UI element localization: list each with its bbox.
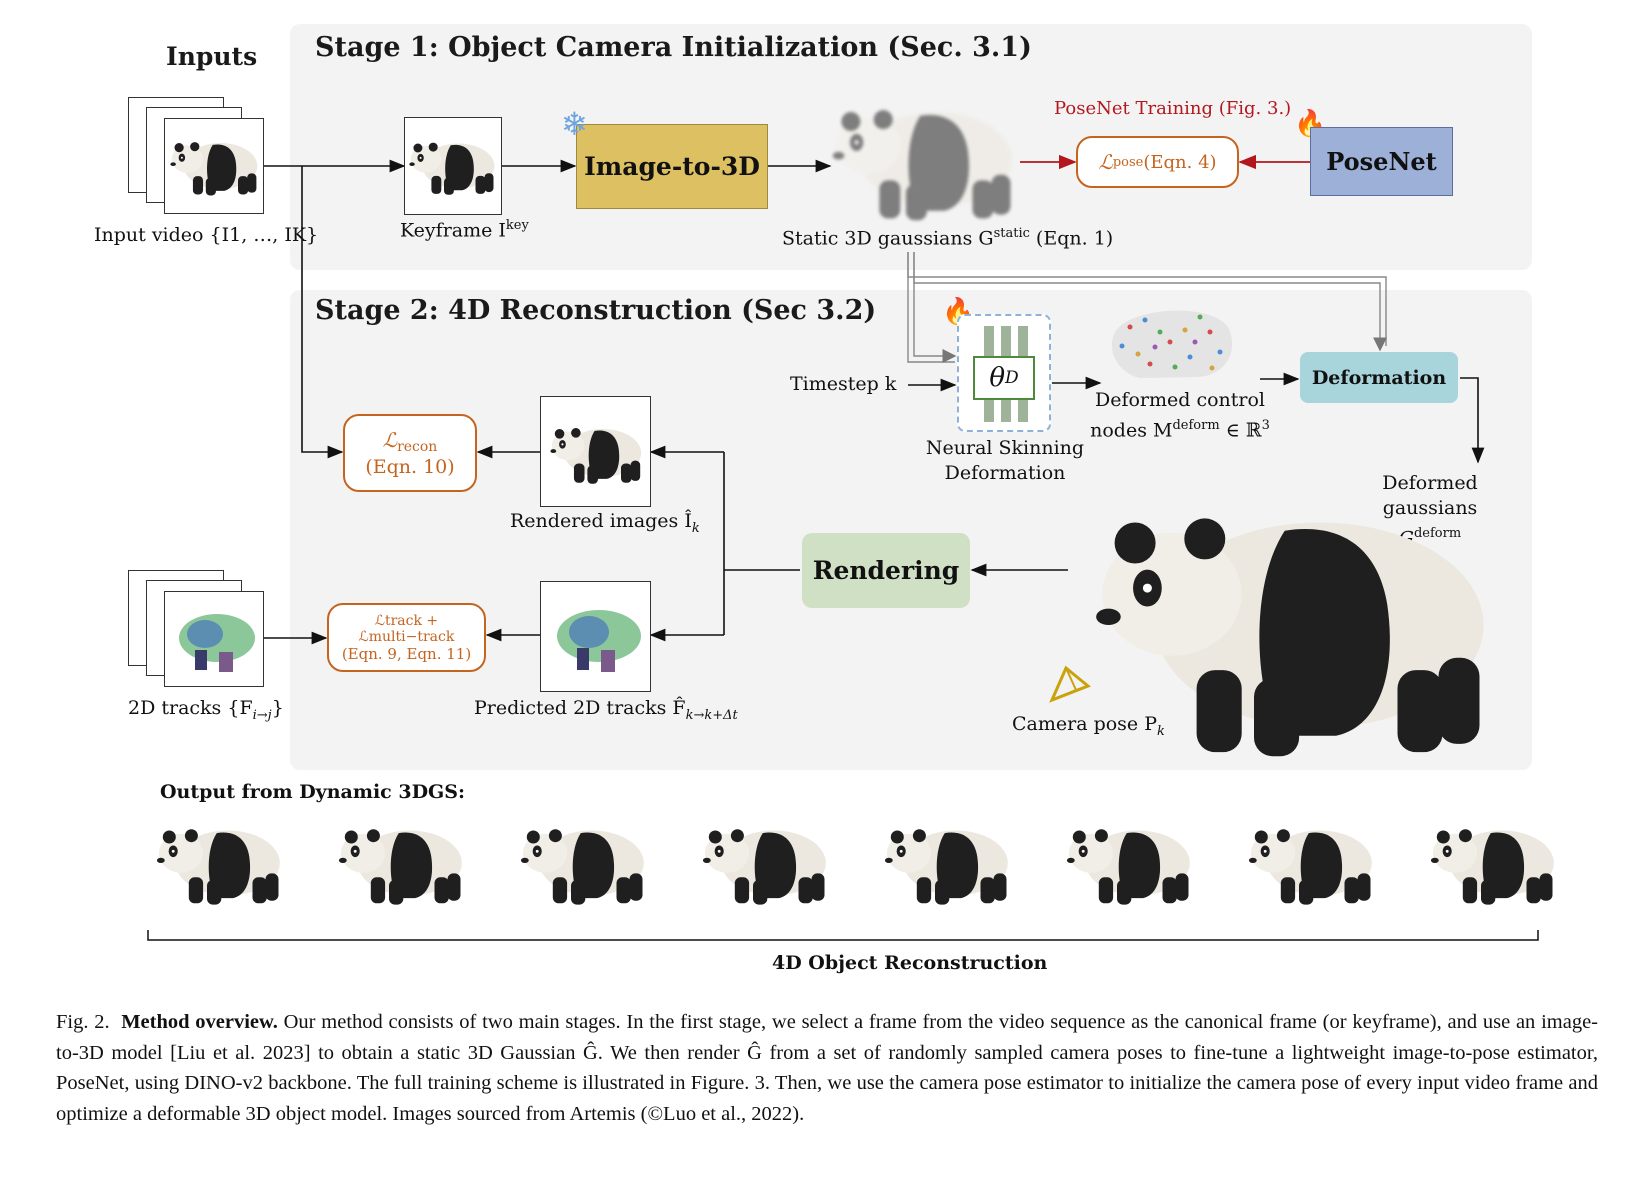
stage2-title: Stage 2: 4D Reconstruction (Sec 3.2)	[315, 295, 877, 326]
rendered-images-label: Rendered images Îk	[510, 510, 700, 536]
output-frame-panda	[1066, 829, 1190, 905]
camera-icon	[1049, 665, 1091, 703]
output-frames	[150, 808, 1554, 928]
snowflake-icon: ❄	[561, 105, 588, 143]
posenet-training-label: PoseNet Training (Fig. 3.)	[1054, 98, 1292, 119]
deformed-nodes-label: Deformed control nodes Mdeform ∈ ℝ3	[1090, 389, 1270, 442]
stage1-title: Stage 1: Object Camera Initialization (S…	[315, 32, 1032, 63]
tracks-input-label: 2D tracks {Fi→j}	[128, 697, 284, 723]
input-video-label: Input video {I1, …, IK}	[94, 224, 319, 246]
static-gaussian-image	[832, 110, 1013, 221]
rendered-image-thumb	[540, 396, 651, 507]
predicted-tracks-thumb	[540, 581, 651, 692]
track-loss-box: ℒtrack + ℒmulti−track (Eqn. 9, Eqn. 11)	[327, 603, 486, 672]
output-frame-panda	[156, 829, 280, 905]
output-frame-panda	[520, 829, 644, 905]
panda-image	[170, 142, 258, 196]
image-to-3d-box: Image-to-3D	[576, 124, 768, 209]
predicted-tracks-label: Predicted 2D tracks F̂k→k+Δt	[474, 697, 738, 723]
recon-loss-box: ℒrecon (Eqn. 10)	[343, 414, 477, 492]
static-gaussians-label: Static 3D gaussians Gstatic (Eqn. 1)	[782, 226, 1114, 250]
keyframe-thumb	[404, 117, 502, 215]
track-visualization	[557, 610, 641, 672]
figure-caption: Fig. 2. Method overview. Our method cons…	[56, 1011, 1598, 1125]
track-frame-front	[164, 591, 264, 687]
output-frame-panda	[1248, 829, 1372, 905]
panda-image	[409, 142, 495, 195]
output-frame-panda	[338, 829, 462, 905]
track-visualization	[179, 614, 255, 672]
output-title: Output from Dynamic 3DGS:	[160, 781, 466, 803]
gaussian-nodes-image	[1111, 310, 1233, 378]
camera-pose-label: Camera pose Pk	[1012, 713, 1165, 739]
keyframe-label: Keyframe Ikey	[400, 218, 529, 242]
output-frame-panda	[1430, 829, 1554, 905]
bracket-label: 4D Object Reconstruction	[772, 952, 1048, 974]
timestep-label: Timestep k	[790, 373, 897, 395]
deformation-box: Deformation	[1300, 352, 1458, 403]
output-frame-panda	[702, 829, 826, 905]
panda-image	[550, 428, 642, 484]
input-frame-front	[164, 118, 264, 214]
posenet-box: PoseNet	[1310, 127, 1453, 196]
output-frame-panda	[884, 829, 1008, 905]
rendering-box: Rendering	[802, 533, 970, 608]
inputs-title: Inputs	[166, 42, 258, 71]
